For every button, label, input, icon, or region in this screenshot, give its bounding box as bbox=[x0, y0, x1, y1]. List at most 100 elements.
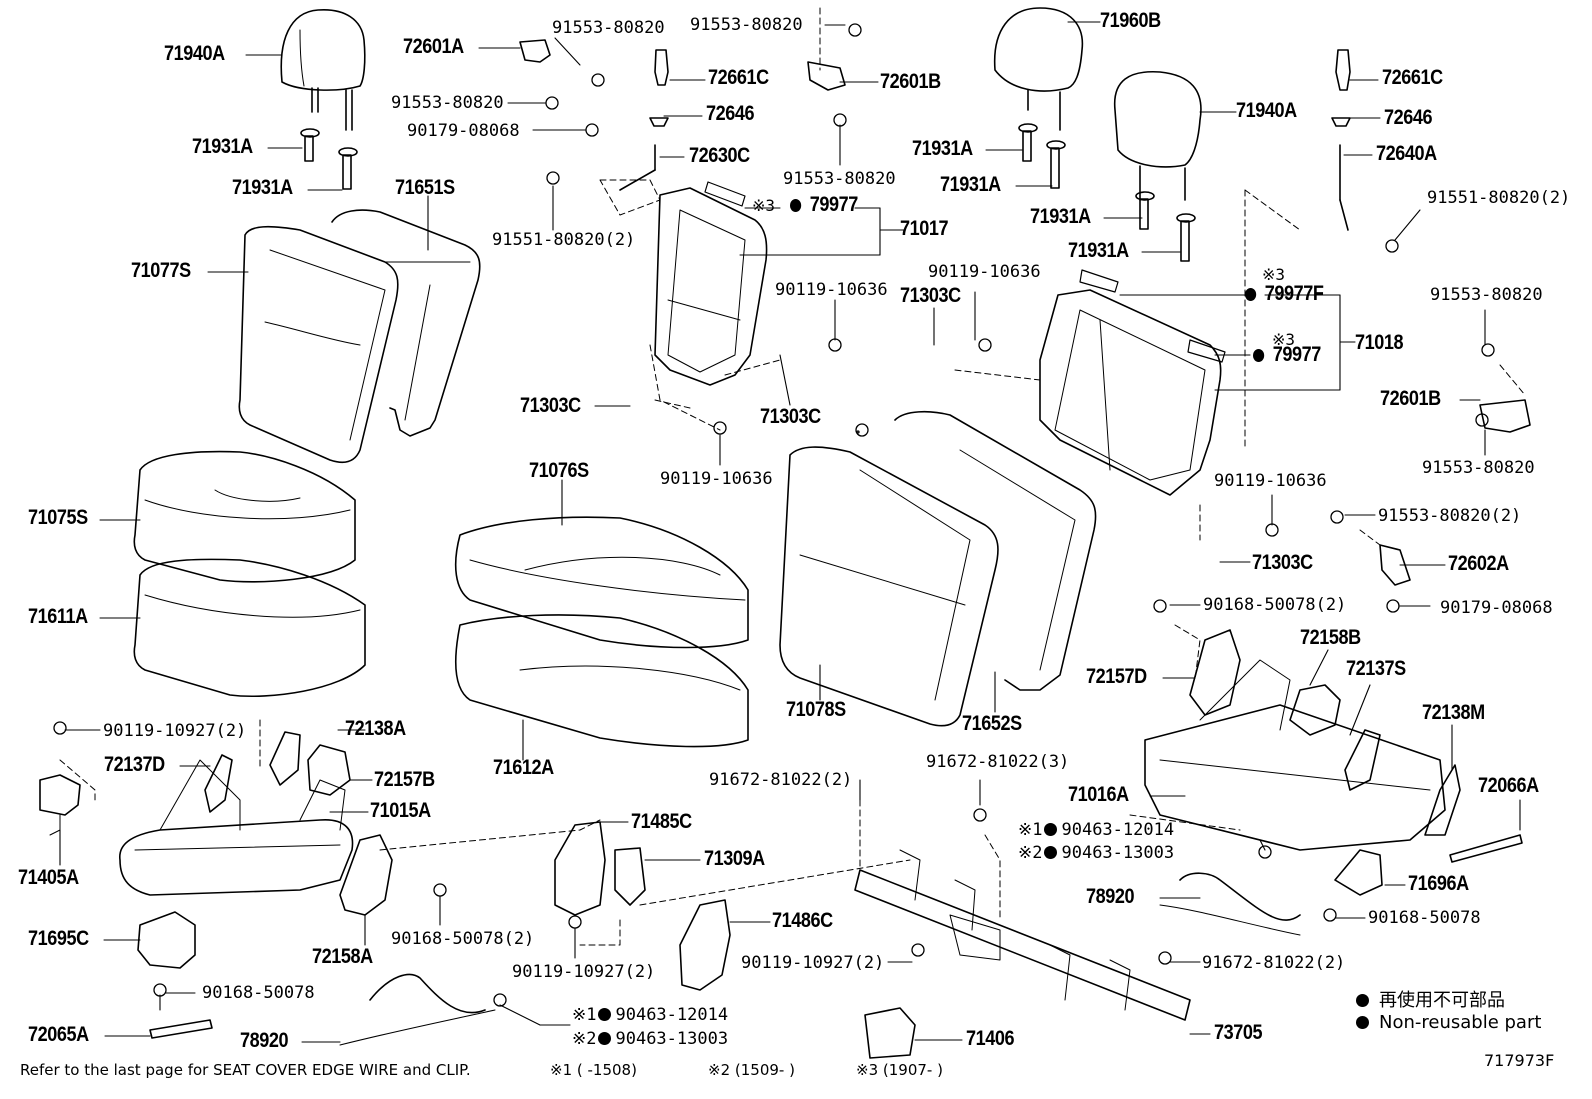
callout-72661C: 72661C bbox=[708, 66, 769, 89]
cable-78920-right bbox=[1159, 872, 1301, 936]
callout-71611A: 71611A bbox=[28, 605, 88, 628]
callout-71612A: 71612A bbox=[493, 756, 554, 779]
bolts bbox=[53, 23, 1495, 1007]
callout-90179-08068: 90179-08068 bbox=[407, 121, 520, 141]
callout-71303C: 71303C bbox=[760, 405, 821, 428]
callout-72138A: 72138A bbox=[345, 717, 406, 740]
callout-71695C: 71695C bbox=[28, 927, 89, 950]
callout-71015A: 71015A bbox=[370, 799, 431, 822]
callout-91553-80820: 91553-80820 bbox=[690, 15, 803, 35]
footer-range-3: ※3 (1907- ) bbox=[856, 1061, 943, 1079]
frame-71017 bbox=[599, 179, 768, 386]
callout-71931A: 71931A bbox=[1030, 205, 1091, 228]
callout-71940A: 71940A bbox=[1236, 99, 1297, 122]
callout-71651S: 71651S bbox=[395, 176, 455, 199]
footer-note: Refer to the last page for SEAT COVER ED… bbox=[20, 1061, 471, 1079]
legend-english: Non-reusable part bbox=[1356, 1012, 1541, 1033]
callout-71016A: 71016A bbox=[1068, 783, 1129, 806]
callout-72137S: 72137S bbox=[1346, 657, 1406, 680]
non-reusable-dot bbox=[1356, 994, 1369, 1007]
callout-71652S: 71652S bbox=[962, 712, 1022, 735]
strap-72066A bbox=[1449, 834, 1523, 863]
cable-78920-left bbox=[339, 973, 496, 1046]
legend-japanese: 再使用不可部品 bbox=[1356, 986, 1505, 1012]
callout-71075S: 71075S bbox=[28, 506, 88, 529]
frame-71018 bbox=[1039, 189, 1301, 496]
callout-72066A: 72066A bbox=[1478, 774, 1539, 797]
callout-72157B: 72157B bbox=[374, 768, 435, 791]
callout-72601B: 72601B bbox=[880, 70, 941, 93]
mark-2: ※2 bbox=[572, 1029, 597, 1049]
callout-72602A: 72602A bbox=[1448, 552, 1509, 575]
callout-79977: 79977 bbox=[1253, 344, 1321, 365]
stay-72640A bbox=[1331, 49, 1351, 231]
leader-lines bbox=[59, 21, 1521, 1043]
recliner-72158A bbox=[339, 834, 393, 916]
callout-90119-10636: 90119-10636 bbox=[1214, 471, 1327, 491]
callout-71486C: 71486C bbox=[772, 909, 833, 932]
headrest-71960B bbox=[993, 7, 1084, 131]
callout-91553-80820: 91553-80820 bbox=[1430, 285, 1543, 305]
headrest-71940A-right bbox=[1113, 70, 1202, 201]
callout-72601B: 72601B bbox=[1380, 387, 1441, 410]
callout-71931A: 71931A bbox=[1068, 239, 1129, 262]
callout-72158B: 72158B bbox=[1300, 626, 1361, 649]
mark-2: ※2 bbox=[1018, 843, 1043, 863]
callout-79977F: 79977F bbox=[1245, 283, 1324, 304]
seatback-71078S bbox=[779, 446, 999, 727]
seatback-71077S bbox=[238, 225, 399, 464]
bracket-71405A bbox=[39, 774, 81, 836]
callout-71931A: 71931A bbox=[192, 135, 253, 158]
non-reusable-dot bbox=[790, 199, 802, 212]
headrest-71940A-left bbox=[280, 9, 366, 131]
callout-72646: 72646 bbox=[1384, 106, 1433, 129]
cover-71485C bbox=[554, 821, 606, 916]
lock-71309A bbox=[614, 847, 646, 906]
callout-91672-81022-3: 91672-81022(3) bbox=[926, 752, 1070, 772]
cover-71486C bbox=[679, 899, 731, 991]
callout-72646: 72646 bbox=[706, 102, 755, 125]
non-reusable-dot bbox=[1253, 349, 1265, 362]
callout-90119-10927-2: 90119-10927(2) bbox=[512, 962, 656, 982]
hinge-72601B-right bbox=[1479, 399, 1531, 433]
callout-91553-80820: 91553-80820 bbox=[1422, 458, 1535, 478]
callout-71485C: 71485C bbox=[631, 810, 692, 833]
callout-71309A: 71309A bbox=[704, 847, 765, 870]
bracket-71406 bbox=[864, 1007, 916, 1059]
non-reusable-dot bbox=[598, 1032, 612, 1045]
mark-1: ※1 bbox=[1018, 820, 1043, 840]
callout-71303C: 71303C bbox=[1252, 551, 1313, 574]
callout-71078S: 71078S bbox=[786, 698, 846, 721]
mark-3: ※3 bbox=[1272, 330, 1296, 349]
callout-90168-50078-2: 90168-50078(2) bbox=[391, 929, 535, 949]
callout-71696A: 71696A bbox=[1408, 872, 1469, 895]
callout-72630C: 72630C bbox=[689, 144, 750, 167]
callout-71076S: 71076S bbox=[529, 459, 589, 482]
non-reusable-dot bbox=[1356, 1016, 1369, 1029]
mark-3: ※3 bbox=[1262, 265, 1286, 284]
callout-91551-80820-2: 91551-80820(2) bbox=[492, 230, 636, 250]
callout-71017: 71017 bbox=[900, 217, 949, 240]
mark-1: ※1 bbox=[572, 1005, 597, 1025]
rail-73705 bbox=[854, 849, 1191, 1021]
callout-90179-08068: 90179-08068 bbox=[1440, 598, 1553, 618]
callout-72601A: 72601A bbox=[403, 35, 464, 58]
callout-72137D: 72137D bbox=[104, 753, 165, 776]
cover-71695C bbox=[137, 911, 196, 969]
cushion-71611A bbox=[133, 558, 366, 698]
guide-71931A-left bbox=[300, 128, 358, 190]
non-reusable-dot bbox=[1245, 288, 1257, 301]
dashed-group-lines bbox=[59, 7, 1526, 946]
callout-91553-80820: 91553-80820 bbox=[391, 93, 504, 113]
callout-71018: 71018 bbox=[1355, 331, 1404, 354]
callout-78920: 78920 bbox=[240, 1029, 289, 1052]
callout-72158A: 72158A bbox=[312, 945, 373, 968]
seatback-71652S bbox=[894, 410, 1097, 691]
frame-71015A bbox=[119, 759, 354, 896]
recliner-72157B bbox=[307, 744, 351, 796]
seatback-71651S bbox=[331, 209, 481, 437]
callout-72640A: 72640A bbox=[1376, 142, 1437, 165]
